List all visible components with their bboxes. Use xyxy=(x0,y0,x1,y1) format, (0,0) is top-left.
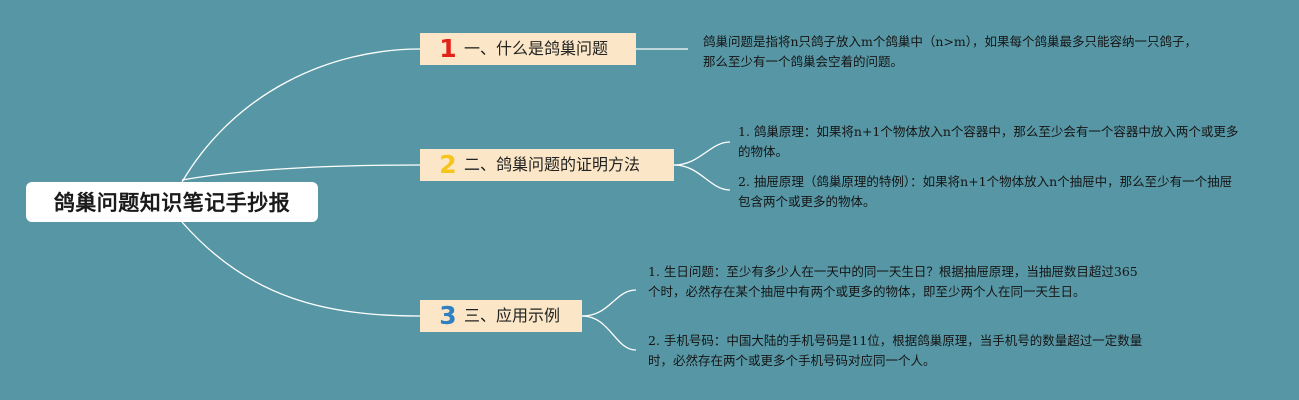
leaf-topic-2-2[interactable]: 2. 抽屉原理（鸽巢原理的特例）：如果将n+1个物体放入n个抽屉中，那么至少有一… xyxy=(738,172,1240,212)
leaf-topic-3-2[interactable]: 2. 手机号码：中国大陆的手机号码是11位，根据鸽巢原理，当手机号的数量超过一定… xyxy=(648,331,1150,371)
branch-label-1: 一、什么是鸽巢问题 xyxy=(464,39,609,58)
leaf-topic-1-1[interactable]: 鸽巢问题是指将n只鸽子放入m个鸽巢中（n>m），如果每个鸽巢最多只能容纳一只鸽子… xyxy=(703,32,1203,72)
branch-label-3: 三、应用示例 xyxy=(464,306,561,325)
number-badge-1: 1 xyxy=(439,34,457,63)
leaf-topic-2-1[interactable]: 1. 鸽巢原理：如果将n+1个物体放入n个容器中，那么至少会有一个容器中放入两个… xyxy=(738,122,1240,162)
branch-topic-3[interactable]: 3 三、应用示例 xyxy=(420,300,582,332)
link-branch-3-leaf-2 xyxy=(581,315,637,351)
link-branch-3-leaf-1 xyxy=(581,289,637,317)
leaf-text: 鸽巢问题是指将n只鸽子放入m个鸽巢中（n>m），如果每个鸽巢最多只能容纳一只鸽子… xyxy=(703,34,1198,69)
root-title: 鸽巢问题知识笔记手抄报 xyxy=(53,191,291,215)
link-root-branch-1 xyxy=(181,48,421,183)
number-badge-2: 2 xyxy=(439,150,457,179)
number-badge-3: 3 xyxy=(439,301,457,330)
branch-label-2: 二、鸽巢问题的证明方法 xyxy=(464,155,641,174)
root-topic[interactable]: 鸽巢问题知识笔记手抄报 xyxy=(26,182,318,222)
link-root-branch-3 xyxy=(181,221,421,317)
link-root-branch-2 xyxy=(181,164,421,181)
branch-topic-1[interactable]: 1 一、什么是鸽巢问题 xyxy=(420,33,636,65)
leaf-text: 2. 抽屉原理（鸽巢原理的特例）：如果将n+1个物体放入n个抽屉中，那么至少有一… xyxy=(738,174,1233,209)
leaf-text: 2. 手机号码：中国大陆的手机号码是11位，根据鸽巢原理，当手机号的数量超过一定… xyxy=(648,333,1143,368)
leaf-text: 1. 生日问题：至少有多少人在一天中的同一天生日？根据抽屉原理，当抽屉数目超过3… xyxy=(648,264,1138,299)
branch-topic-2[interactable]: 2 二、鸽巢问题的证明方法 xyxy=(420,149,674,181)
leaf-topic-3-1[interactable]: 1. 生日问题：至少有多少人在一天中的同一天生日？根据抽屉原理，当抽屉数目超过3… xyxy=(648,262,1150,302)
link-branch-2-leaf-2 xyxy=(673,164,731,191)
link-branch-2-leaf-1 xyxy=(673,141,731,166)
leaf-text: 1. 鸽巢原理：如果将n+1个物体放入n个容器中，那么至少会有一个容器中放入两个… xyxy=(738,124,1239,159)
